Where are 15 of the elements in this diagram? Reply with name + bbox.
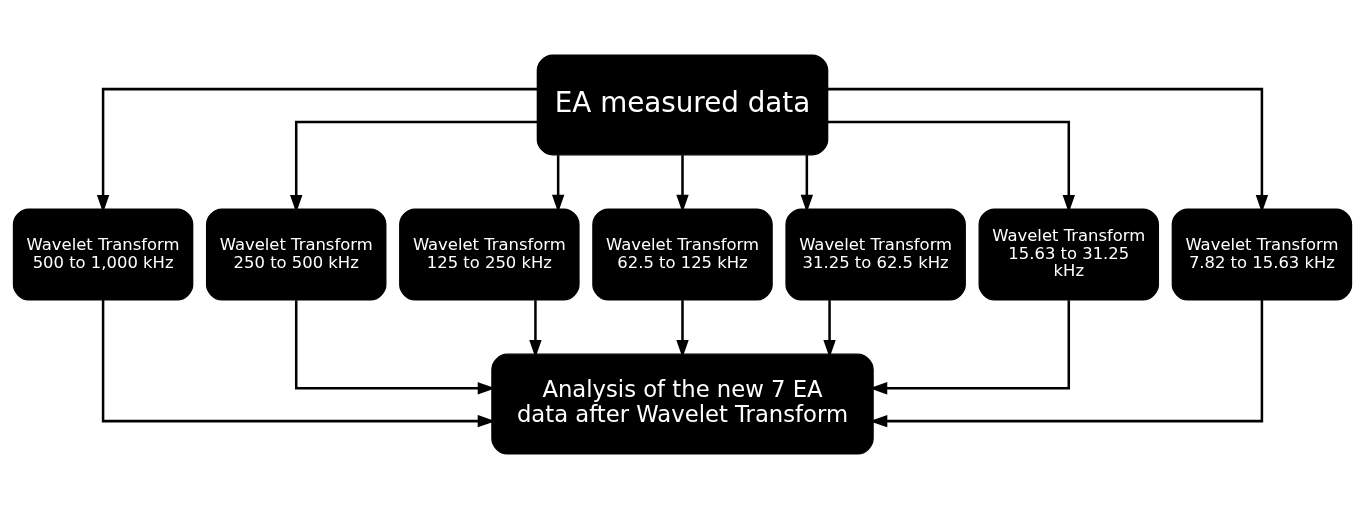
arrow [823, 299, 836, 358]
node-box: Wavelet Transform 7.82 to 15.63 kHz [1171, 207, 1353, 301]
node-box: Wavelet Transform 500 to 1,000 kHz [12, 207, 194, 301]
arrow [676, 299, 689, 358]
arrow [800, 154, 814, 212]
node-box: EA measured data [536, 53, 829, 155]
node-box: Wavelet Transform 250 to 500 kHz [205, 207, 387, 301]
node-box: Wavelet Transform 31.25 to 62.5 kHz [785, 207, 966, 301]
arrow [529, 299, 542, 358]
node-box: Analysis of the new 7 EA data after Wavelet Transform [491, 353, 874, 455]
node-box: Wavelet Transform 125 to 250 kHz [399, 207, 580, 301]
arrow [676, 154, 689, 212]
arrow [551, 154, 565, 212]
node-box: Wavelet Transform 15.63 to 31.25 kHz [978, 207, 1160, 301]
node-box: Wavelet Transform 62.5 to 125 kHz [592, 207, 773, 301]
